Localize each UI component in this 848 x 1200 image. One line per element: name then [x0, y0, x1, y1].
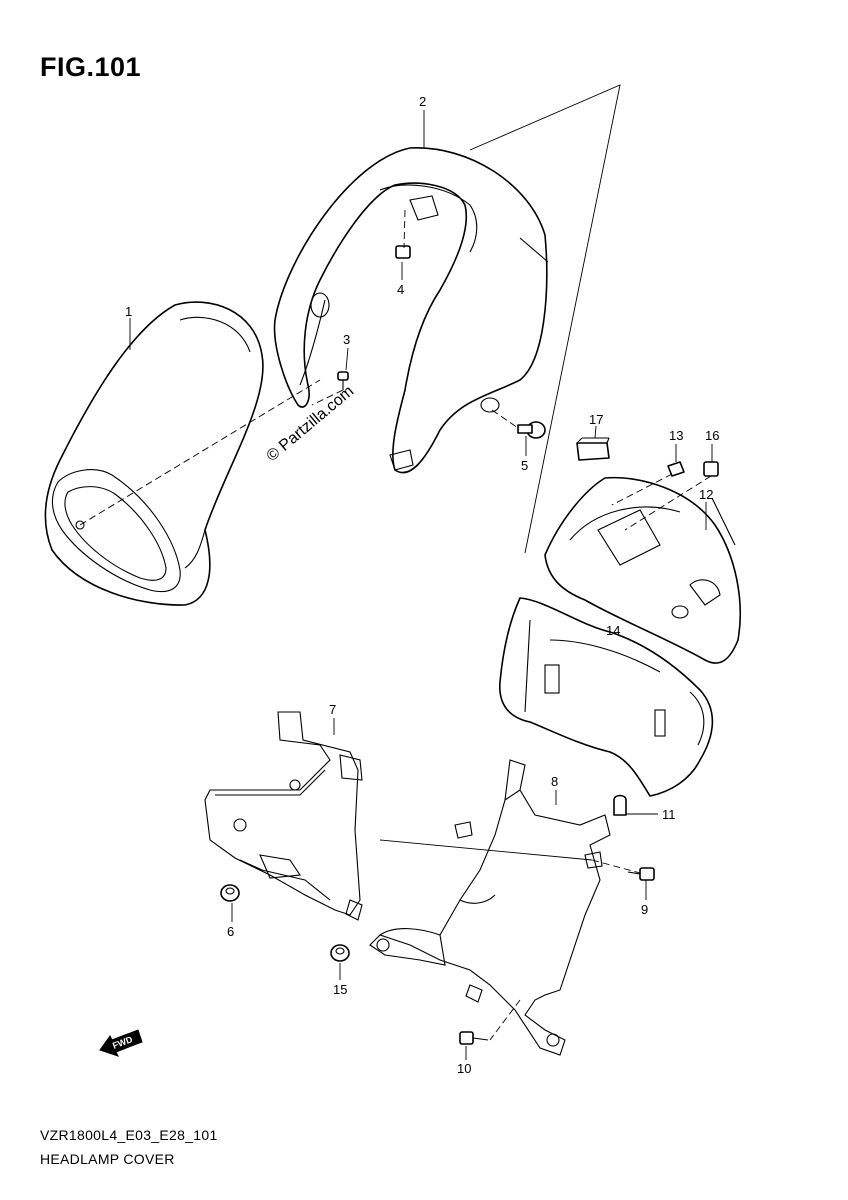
part-9-bolt[interactable]: [627, 867, 655, 881]
part-8-main-bracket[interactable]: [369, 759, 611, 1056]
part-15-spacer[interactable]: [330, 944, 350, 962]
part-11-pin[interactable]: [613, 794, 627, 816]
callout-7: 7: [329, 702, 336, 717]
callout-14: 14: [606, 623, 620, 638]
callout-16: 16: [705, 428, 719, 443]
figure-name: HEADLAMP COVER: [40, 1151, 175, 1167]
part-14-lower-inner-cover[interactable]: [499, 597, 714, 797]
callout-4: 4: [397, 282, 404, 297]
part-2-upper-cover[interactable]: [273, 147, 549, 474]
watermark-text: © Partzilla.com: [264, 383, 358, 465]
callout-12: 12: [699, 487, 713, 502]
forward-arrow-icon: FWD: [99, 1029, 143, 1057]
part-16-clip[interactable]: [703, 461, 719, 477]
part-4-clip-nut[interactable]: [395, 245, 411, 259]
callout-8: 8: [551, 774, 558, 789]
figure-title: FIG.101: [40, 52, 142, 82]
callout-6: 6: [227, 924, 234, 939]
callout-3: 3: [343, 332, 350, 347]
callout-1: 1: [125, 304, 132, 319]
callout-10: 10: [457, 1061, 471, 1076]
callout-2: 2: [419, 94, 426, 109]
assembly-lines: [79, 84, 712, 1041]
callout-17: 17: [589, 412, 603, 427]
callout-5: 5: [521, 458, 528, 473]
callouts: 1 2 3 4 5 6 7 8 9 10 11 12 13 14 15 16 1…: [125, 94, 719, 1076]
part-6-spacer[interactable]: [220, 884, 240, 902]
part-5-trim-clip[interactable]: [517, 421, 546, 439]
part-1-headlamp-housing[interactable]: [44, 301, 264, 606]
part-7-left-bracket[interactable]: [204, 711, 363, 921]
figure-code: VZR1800L4_E03_E28_101: [40, 1127, 218, 1143]
callout-13: 13: [669, 428, 683, 443]
part-17-cushion[interactable]: [576, 437, 610, 461]
part-3-screw[interactable]: [337, 371, 349, 390]
callout-11: 11: [662, 807, 676, 822]
part-10-bolt[interactable]: [459, 1031, 489, 1045]
part-12-inner-cover[interactable]: [544, 476, 741, 664]
callout-9: 9: [641, 902, 648, 917]
callout-15: 15: [333, 982, 347, 997]
part-13-nut[interactable]: [667, 461, 685, 477]
